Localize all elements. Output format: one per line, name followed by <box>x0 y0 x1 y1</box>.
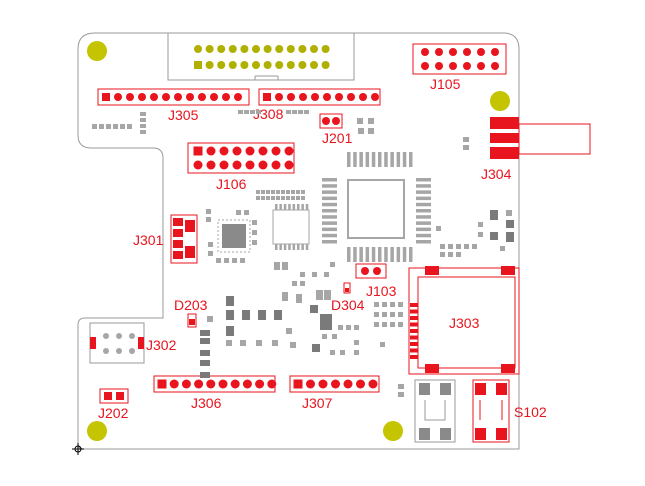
mounting-hole-bottom-right <box>383 421 403 441</box>
connector-j201: J201 <box>319 113 353 146</box>
connector-j301: J301 <box>133 214 198 264</box>
connector-j305: J305 <box>97 88 250 123</box>
label-j301: J301 <box>133 232 164 248</box>
label-j103: J103 <box>366 283 397 299</box>
label-j306: J306 <box>191 395 222 411</box>
diode-d304: D304 <box>331 282 365 313</box>
label-j303: J303 <box>449 315 480 331</box>
label-j202: J202 <box>98 405 129 421</box>
mounting-hole-top-right <box>490 91 510 111</box>
label-j305: J305 <box>168 107 199 123</box>
connector-j306: J306 <box>153 375 277 411</box>
label-j304: J304 <box>481 166 512 182</box>
connector-j304: J304 <box>463 117 591 182</box>
qfp-microcontroller <box>322 152 431 262</box>
switch-s102: S102 <box>472 379 547 443</box>
connector-j202: J202 <box>98 388 129 421</box>
mounting-hole-top-left <box>87 41 107 61</box>
connector-j307: J307 <box>289 375 380 411</box>
label-j307: J307 <box>302 395 333 411</box>
soic-ic <box>272 204 310 250</box>
label-j302: J302 <box>146 337 177 353</box>
origin-marker <box>72 443 84 455</box>
passive-components <box>92 110 514 397</box>
gray-switch <box>414 379 456 443</box>
gray-header-top <box>167 32 355 81</box>
label-d203: D203 <box>174 297 208 313</box>
label-j105: J105 <box>430 76 461 92</box>
connector-j302: J302 <box>89 322 177 364</box>
connector-j103: J103 <box>355 263 397 299</box>
diode-d203: D203 <box>174 297 208 328</box>
qfn-ic <box>217 219 251 253</box>
label-d304: D304 <box>331 297 365 313</box>
label-j106: J106 <box>216 176 247 192</box>
connector-j106: J106 <box>187 142 295 192</box>
mounting-hole-bottom-left <box>87 421 107 441</box>
label-j201: J201 <box>322 130 353 146</box>
connector-j303: J303 <box>408 266 520 375</box>
connector-j105: J105 <box>412 43 507 92</box>
label-s102: S102 <box>514 404 547 420</box>
